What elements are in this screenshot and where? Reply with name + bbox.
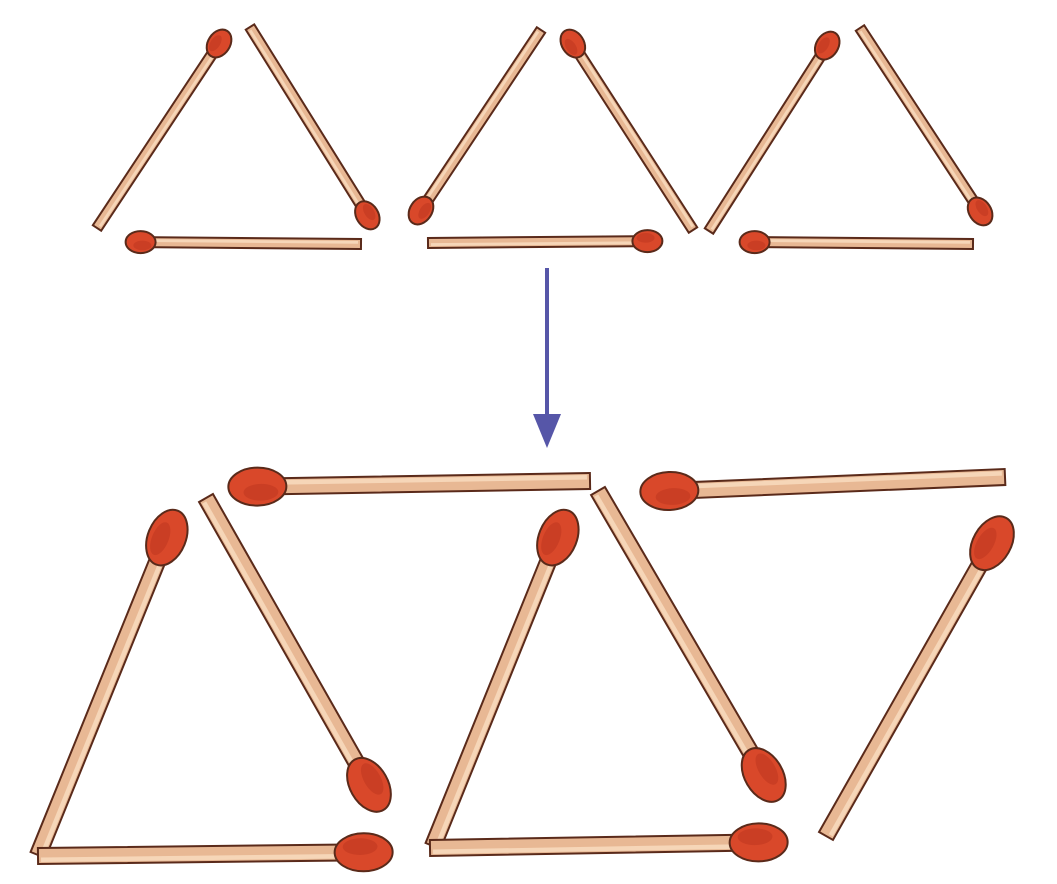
match-head-icon: [728, 822, 789, 863]
match-head-icon: [354, 200, 381, 231]
transform-arrow: [533, 268, 561, 448]
match-head-icon: [631, 229, 664, 254]
bottom-base-right-match: [428, 822, 789, 863]
bottom-base-left-match: [36, 832, 394, 873]
match-head-icon: [740, 747, 787, 803]
match-head-icon: [559, 28, 587, 59]
tri3-left-match: [703, 30, 841, 236]
match-head-icon: [738, 230, 771, 255]
tri3-bottom-match: [738, 230, 975, 255]
match-head-icon: [407, 195, 435, 226]
bottom-top-right-match: [639, 467, 1007, 512]
match-head-icon: [966, 196, 994, 227]
down-arrow-icon: [533, 414, 561, 448]
match-head-icon: [145, 508, 189, 567]
bottom-diag-1-match: [197, 492, 392, 813]
tri1-right-match: [244, 22, 381, 231]
match-head-icon: [969, 515, 1015, 572]
match-head-icon: [536, 508, 580, 567]
match-head-icon: [124, 230, 157, 255]
bottom-diag-3-match: [589, 485, 787, 803]
tri1-bottom-match: [124, 230, 363, 255]
match-head-icon: [639, 470, 700, 512]
match-head-icon: [227, 466, 288, 507]
bottom-right-outer-match: [817, 515, 1015, 842]
tri2-right-match: [559, 28, 699, 235]
tri3-right-match: [854, 23, 994, 227]
bottom-left-outer-match: [29, 508, 189, 860]
match-head-icon: [346, 756, 392, 813]
bottom-diag-2-match: [424, 508, 580, 851]
match-head-icon: [205, 28, 233, 59]
bottom-top-left-match: [227, 466, 592, 507]
match-head-icon: [333, 832, 394, 873]
after-arrangement: [29, 466, 1015, 873]
tri1-left-match: [91, 28, 233, 233]
tri2-left-match: [407, 25, 547, 226]
before-arrangement: [91, 22, 994, 255]
match-head-icon: [813, 30, 841, 61]
tri2-bottom-match: [426, 229, 664, 254]
